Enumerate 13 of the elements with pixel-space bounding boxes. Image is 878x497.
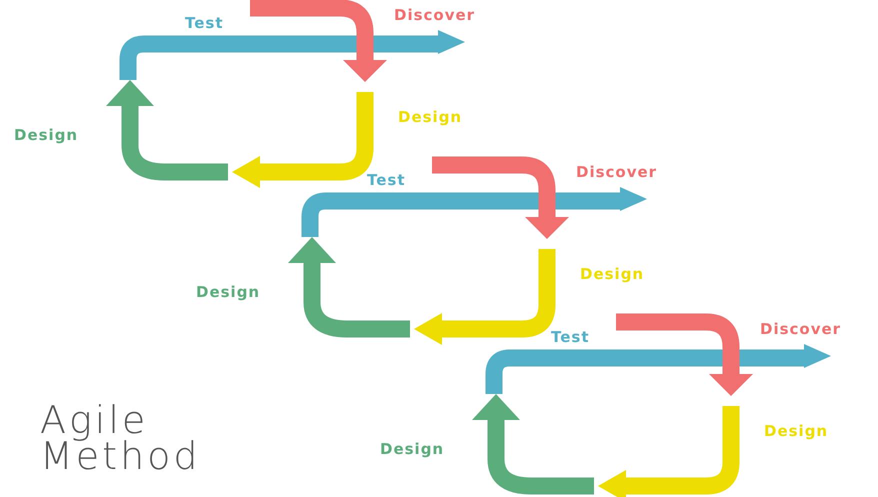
title: Agile Method — [40, 402, 202, 474]
step-label: Test — [367, 171, 406, 189]
step-label: Design — [14, 126, 78, 144]
step-label: Design — [580, 265, 644, 283]
step-label: Discover — [394, 6, 476, 24]
step-label: Design — [196, 283, 260, 301]
step-label: Design — [764, 422, 828, 440]
step-label: Test — [551, 328, 590, 346]
step-label: Discover — [760, 320, 842, 338]
step-label: Test — [185, 14, 224, 32]
step-label: Design — [398, 108, 462, 126]
step-label: Design — [380, 440, 444, 458]
step-label: Discover — [576, 163, 658, 181]
